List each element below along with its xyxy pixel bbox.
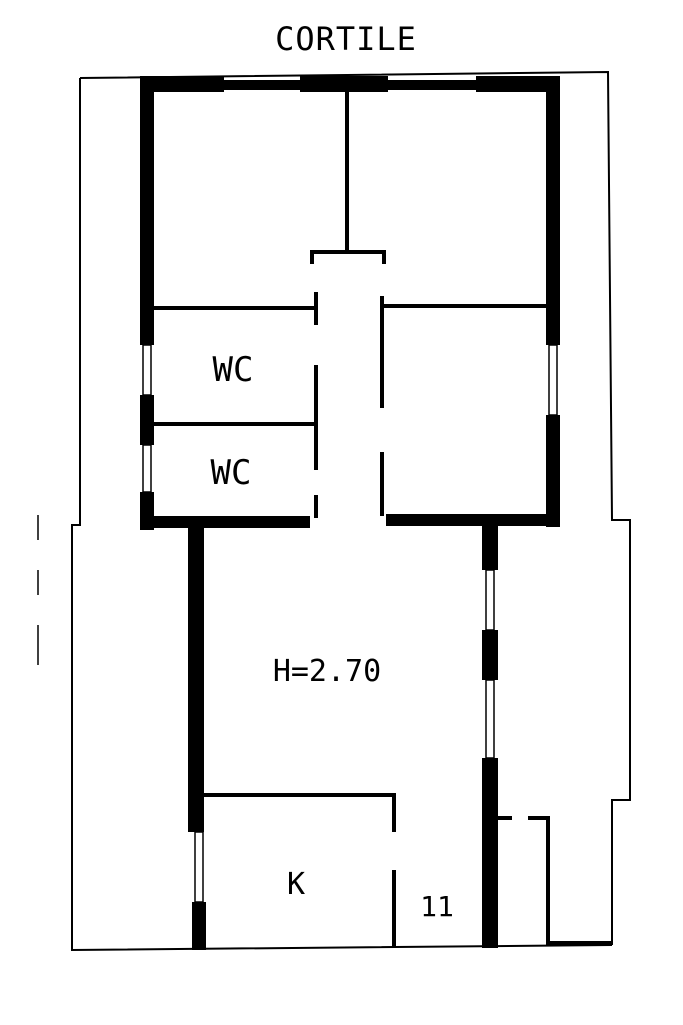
windows (142, 344, 558, 903)
wc-lower-label: WC (211, 453, 252, 493)
building-outline (71, 70, 631, 952)
height-note: H=2.70 (273, 654, 381, 689)
kitchen-label: K (287, 867, 305, 902)
interior-walls (154, 90, 612, 948)
unit-number: 11 (420, 890, 454, 923)
wc-upper-label: WC (213, 350, 254, 390)
exterior-walls (140, 76, 560, 950)
courtyard-label: CORTILE (275, 20, 417, 58)
